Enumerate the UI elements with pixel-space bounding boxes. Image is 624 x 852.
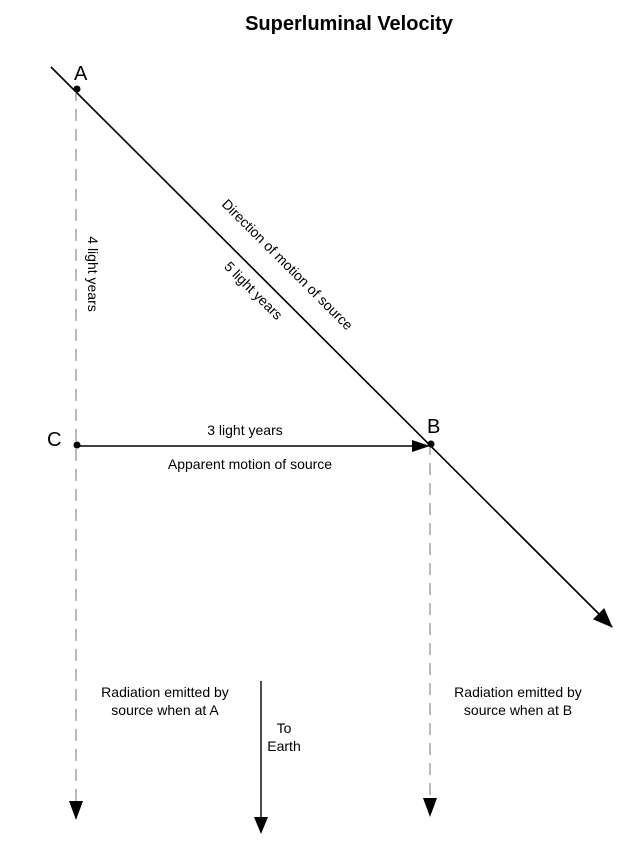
point-b-dot	[427, 440, 435, 448]
radiation-b-label-line2: source when at B	[464, 702, 572, 718]
radiation-a-label-line2: source when at A	[111, 702, 219, 718]
to-earth-label-line2: Earth	[267, 738, 300, 754]
radiation-b-arrowhead	[423, 798, 437, 817]
point-c-dot	[73, 441, 81, 449]
point-a-label: A	[74, 63, 88, 85]
apparent-motion-label: Apparent motion of source	[168, 456, 332, 472]
to-earth-arrowhead	[254, 817, 268, 834]
ab-distance-label: 5 light years	[221, 258, 286, 323]
direction-of-motion-arrow	[50, 66, 613, 628]
apparent-motion-arrowhead	[412, 440, 430, 452]
cb-distance-label: 3 light years	[207, 422, 282, 438]
diagram-title: Superluminal Velocity	[245, 13, 454, 35]
radiation-a-label-line1: Radiation emitted by	[101, 684, 229, 700]
point-a-dot	[73, 85, 81, 93]
to-earth-label-line1: To	[277, 720, 292, 736]
ac-distance-label: 4 light years	[85, 236, 101, 311]
radiation-a-arrowhead	[69, 801, 83, 820]
point-c-label: C	[47, 429, 61, 451]
radiation-b-label-line1: Radiation emitted by	[454, 684, 582, 700]
point-b-label: B	[427, 416, 440, 438]
